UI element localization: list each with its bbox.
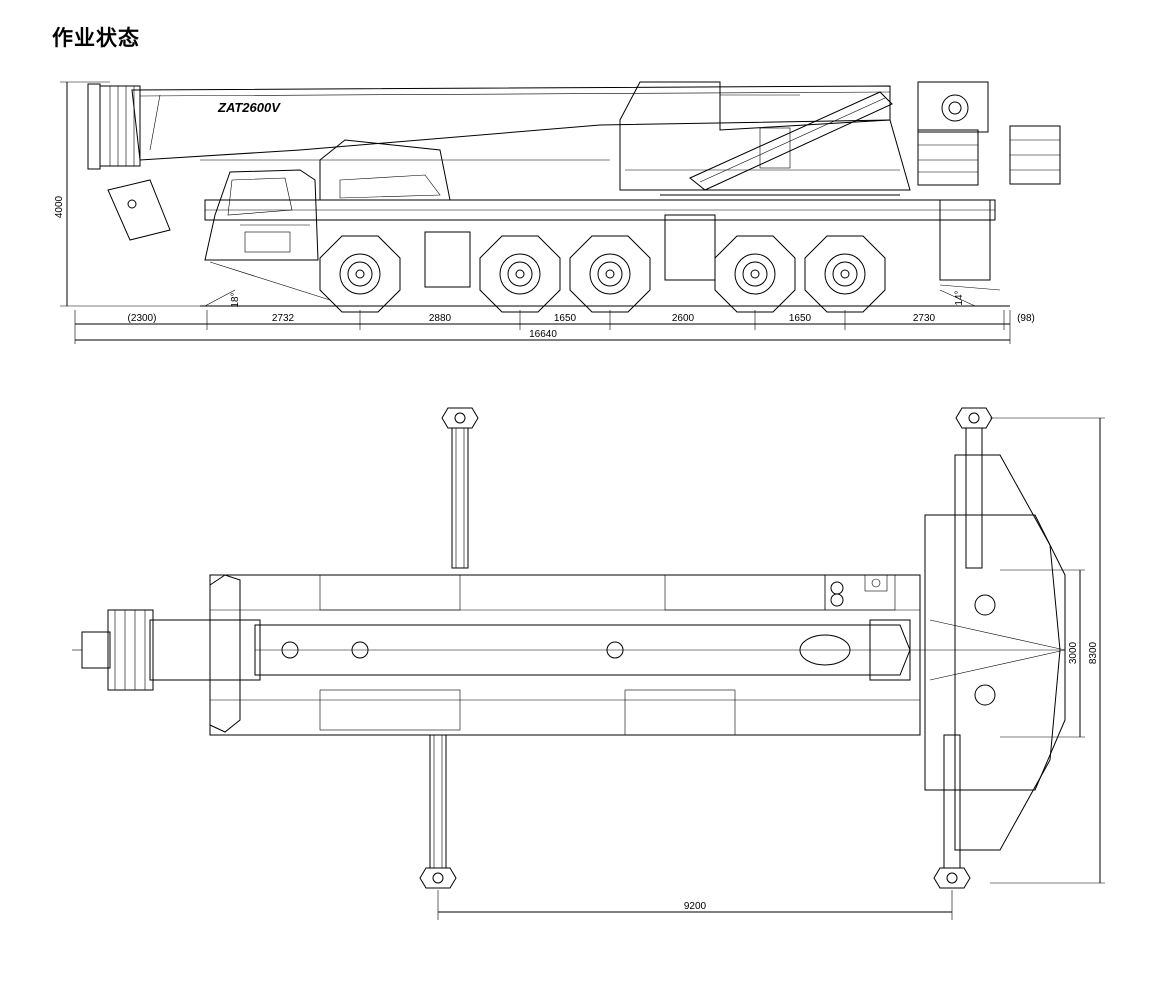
wheel-2 (479, 235, 561, 313)
hook-block (87, 83, 141, 170)
driver-cab (204, 169, 319, 261)
segment-2880: 2880 (429, 313, 452, 324)
top-view: 9200 3000 8300 (72, 407, 1105, 920)
departure-angle: 14° (954, 290, 965, 305)
boom-top (72, 609, 1060, 691)
model-label: ZAT2600V (217, 100, 281, 115)
boom: ZAT2600V (131, 81, 1061, 191)
chassis (204, 194, 1001, 301)
wheel-5 (804, 235, 886, 313)
segment-2600: 2600 (672, 313, 695, 324)
front-outriggers (419, 407, 479, 889)
wheel-4 (714, 235, 796, 313)
dim-outrigger-longitudinal: 9200 (684, 901, 707, 912)
segment-front-overhang: (2300) (128, 313, 157, 324)
total-length: 16640 (529, 329, 557, 340)
segment-1650a: 1650 (554, 313, 577, 324)
approach-angle: 18° (230, 292, 241, 307)
carrier-body (209, 574, 921, 736)
segment-rear-overhang: (98) (1017, 313, 1035, 324)
wheels (319, 235, 886, 313)
segment-2730: 2730 (913, 313, 936, 324)
segment-1650b: 1650 (789, 313, 812, 324)
side-view: 4000 ZAT2600V (54, 81, 1061, 344)
dim-outrigger-lateral-retracted: 3000 (1068, 641, 1079, 664)
segment-2732: 2732 (272, 313, 295, 324)
dim-outrigger-lateral-extended: 8300 (1088, 641, 1099, 664)
wheel-1 (319, 235, 401, 313)
height-dimension: 4000 (54, 195, 65, 218)
page-title: 作业状态 (52, 26, 140, 50)
wheel-3 (569, 235, 651, 313)
rear-outriggers (933, 407, 993, 889)
